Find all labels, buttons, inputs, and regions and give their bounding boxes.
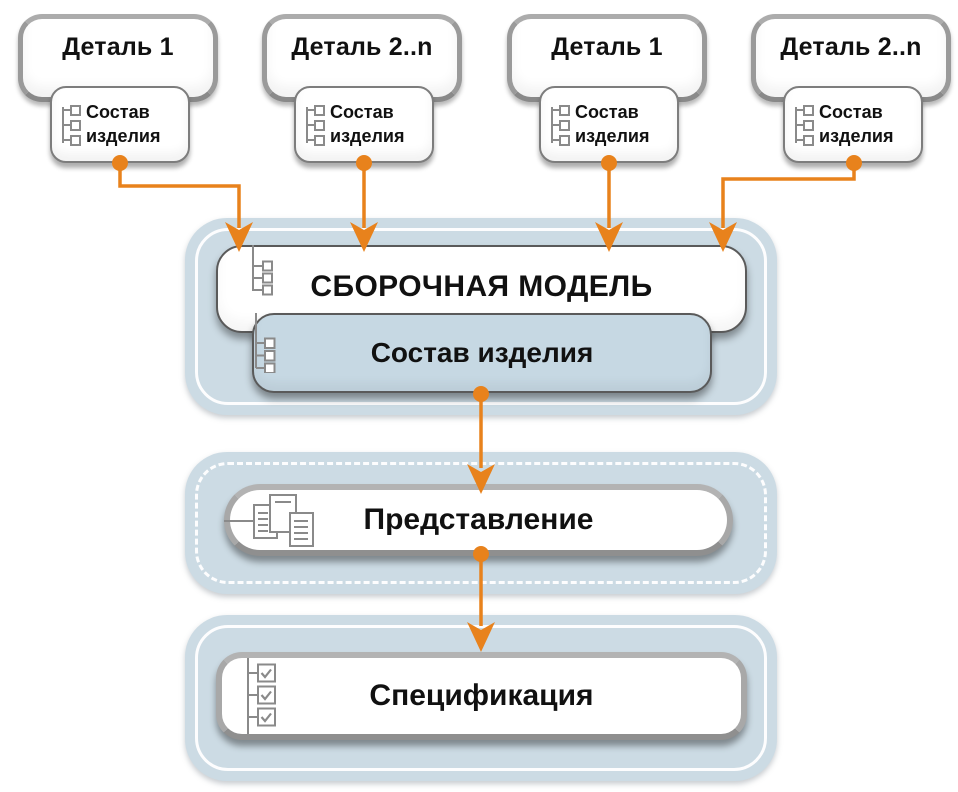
part-title: Деталь 1 (551, 33, 663, 61)
product-structure-tree-icon (306, 104, 325, 146)
product-structure-tree-icon (252, 245, 273, 296)
part-title: Деталь 1 (62, 33, 174, 61)
representation-title: Представление (363, 503, 594, 536)
specification-title: Спецификация (369, 679, 594, 712)
assembly-structure-box: Состав изделия (252, 313, 712, 393)
checklist-icon (247, 658, 276, 734)
badge-label: Состав изделия (330, 101, 405, 146)
part-title: Деталь 2..n (291, 33, 433, 61)
documents-icon (224, 494, 314, 547)
part-structure-badge-1: Состав изделия (50, 86, 190, 163)
part-structure-badge-3: Состав изделия (539, 86, 679, 163)
part-structure-badge-2: Состав изделия (294, 86, 434, 163)
product-structure-tree-icon (62, 104, 81, 146)
badge-label: Состав изделия (819, 101, 894, 146)
product-structure-tree-icon (795, 104, 814, 146)
part-structure-badge-4: Состав изделия (783, 86, 923, 163)
assembly-structure-title: Состав изделия (370, 337, 594, 368)
product-structure-tree-icon (551, 104, 570, 146)
badge-label: Состав изделия (575, 101, 650, 146)
representation-box: Представление (224, 484, 733, 556)
assembly-model-title: СБОРОЧНАЯ МОДЕЛЬ (310, 270, 653, 303)
product-structure-tree-icon (255, 313, 276, 373)
specification-box: Спецификация (216, 652, 747, 740)
badge-label: Состав изделия (86, 101, 161, 146)
part-title: Деталь 2..n (780, 33, 922, 61)
